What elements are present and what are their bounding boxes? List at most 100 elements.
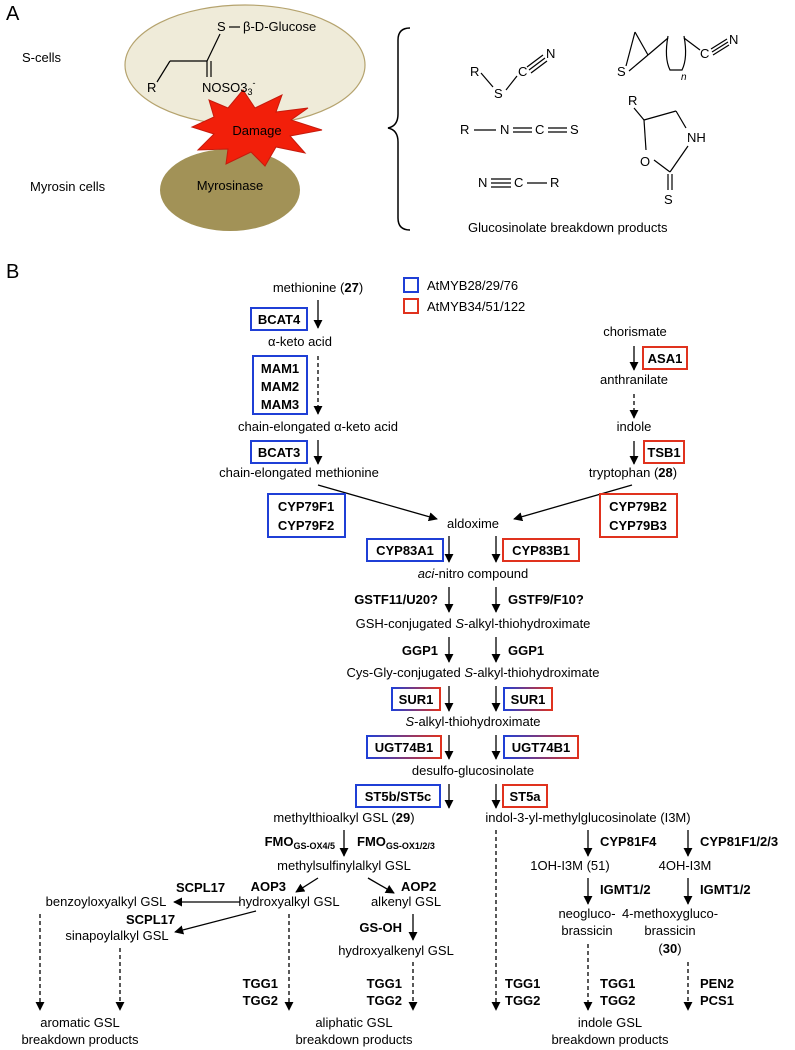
cyp79f1-label: CYP79F1 <box>278 499 334 514</box>
aop3-label: AOP3 <box>251 879 286 894</box>
svg-text:R: R <box>550 175 559 190</box>
tgg2-indole-label: TGG2 <box>505 993 540 1008</box>
alkenyl-gsl-label: alkenyl GSL <box>371 894 441 909</box>
bcat3-label: BCAT3 <box>258 445 300 460</box>
svg-text:N: N <box>478 175 487 190</box>
chain-met-label: chain-elongated methionine <box>219 465 379 480</box>
neoglucobrassicin-line2: brassicin <box>561 923 612 938</box>
chain-keto-label: chain-elongated α-keto acid <box>238 419 398 434</box>
svg-text:N: N <box>729 32 738 47</box>
aldoxime-label: aldoxime <box>447 516 499 531</box>
tryptophan-label: tryptophan (28) <box>589 465 677 480</box>
mam1-label: MAM1 <box>261 361 299 376</box>
products-caption: Glucosinolate breakdown products <box>468 220 668 235</box>
mam-box <box>252 355 308 415</box>
svg-text:S: S <box>664 192 673 207</box>
svg-text:R: R <box>628 93 637 108</box>
oh1-i3m-label: 1OH-I3M (51) <box>530 858 609 873</box>
damage-label: Damage <box>232 123 281 138</box>
st5a-box <box>502 784 548 808</box>
aliphatic-gsl-line1: aliphatic GSL <box>315 1015 392 1030</box>
svg-text:C: C <box>535 122 544 137</box>
indole-gsl-line2: breakdown products <box>551 1032 669 1047</box>
neoglucobrassicin-line1: neogluco- <box>558 906 615 921</box>
tsb1-box <box>643 440 685 464</box>
gstf11-label: GSTF11/U20? <box>354 592 438 607</box>
oxazolidinethione-structure: R NH O S <box>628 93 706 207</box>
svg-text:S: S <box>570 122 579 137</box>
atom-r: R <box>147 80 156 95</box>
svg-text:O: O <box>640 154 650 169</box>
fmo-ox123-label: FMOGS-OX1/2/3 <box>357 834 435 851</box>
st5bc-label: ST5b/ST5c <box>365 789 431 804</box>
pen2-label: PEN2 <box>700 976 734 991</box>
aromatic-gsl-line1: aromatic GSL <box>40 1015 119 1030</box>
myrosin-cells-label: Myrosin cells <box>30 179 106 194</box>
products-brace <box>387 27 411 231</box>
tgg2-left-label: TGG2 <box>243 993 278 1008</box>
hydroxyalkyl-gsl-label: hydroxyalkyl GSL <box>238 894 339 909</box>
ggp1-right-label: GGP1 <box>508 643 544 658</box>
gstf9-label: GSTF9/F10? <box>508 592 584 607</box>
damage-burst <box>190 89 323 167</box>
ugt74b1-left-label: UGT74B1 <box>375 740 434 755</box>
sur1-right-label: SUR1 <box>511 692 546 707</box>
cyp79b-box <box>599 493 678 538</box>
tgg2-mid-label: TGG2 <box>367 993 402 1008</box>
tgg1-left-label: TGG1 <box>243 976 278 991</box>
igmt-left-label: IGMT1/2 <box>600 882 651 897</box>
pcs1-label: PCS1 <box>700 993 734 1008</box>
methylsulfinylalkyl-gsl-label: methylsulfinylalkyl GSL <box>277 858 411 873</box>
svg-text:n: n <box>681 72 687 83</box>
methoxyglucobrassicin-line1: 4-methoxygluco- <box>622 906 718 921</box>
mam3-label: MAM3 <box>261 397 299 412</box>
svg-text:NH: NH <box>687 130 706 145</box>
benzoyloxyalkyl-gsl-label: benzoyloxyalkyl GSL <box>46 894 167 909</box>
cyp79b3-label: CYP79B3 <box>609 518 667 533</box>
cyp79b2-label: CYP79B2 <box>609 499 667 514</box>
fmo-ox45-label: FMOGS-OX4/5 <box>265 834 335 851</box>
gsh-conjugate-label: GSH-conjugated S-alkyl-thiohydroximate <box>356 616 591 631</box>
asa1-label: ASA1 <box>648 351 683 366</box>
bcat4-label: BCAT4 <box>258 312 301 327</box>
indole-gsl-line1: indole GSL <box>578 1015 642 1030</box>
ugt74b1-right-box <box>503 735 579 759</box>
sur1-left-box <box>391 687 441 711</box>
cyp79f-box <box>267 493 346 538</box>
indole-label: indole <box>617 419 652 434</box>
asa1-box <box>642 346 688 370</box>
cyp83a1-label: CYP83A1 <box>376 543 434 558</box>
methoxyglucobrassicin-line2: brassicin <box>644 923 695 938</box>
epithionitrile-structure: S n C N <box>617 31 738 83</box>
glucose-label: β-D-Glucose <box>243 19 316 34</box>
cyp83b1-box <box>502 538 580 562</box>
methionine-label: methionine (27) <box>273 280 363 295</box>
chorismate-label: chorismate <box>603 324 667 339</box>
aci-nitro-label: aci-nitro compound <box>418 566 529 581</box>
igmt-right-label: IGMT1/2 <box>700 882 751 897</box>
mam2-label: MAM2 <box>261 379 299 394</box>
desulfo-gsl-label: desulfo-glucosinolate <box>412 763 534 778</box>
cyp81f123-label: CYP81F1/2/3 <box>700 834 778 849</box>
legend-swatch-red <box>403 298 419 314</box>
legend: AtMYB28/29/76 AtMYB34/51/122 <box>403 277 525 314</box>
cysgly-conjugate-label: Cys-Gly-conjugated S-alkyl-thiohydroxima… <box>347 665 600 680</box>
ggp1-left-label: GGP1 <box>402 643 438 658</box>
atom-s: S <box>217 19 226 34</box>
myrosinase-label: Myrosinase <box>197 178 263 193</box>
hydroxyalkenyl-gsl-label: hydroxyalkenyl GSL <box>338 943 454 958</box>
tgg1-neo-label: TGG1 <box>600 976 635 991</box>
myrosin-cell-ellipse <box>160 149 300 231</box>
keto-acid-label: α-keto acid <box>268 334 332 349</box>
nosulf-label: NOSO33- <box>202 78 256 97</box>
sinapoylalkyl-gsl-label: sinapoylalkyl GSL <box>65 928 168 943</box>
aop2-label: AOP2 <box>401 879 436 894</box>
svg-text:C: C <box>514 175 523 190</box>
aliphatic-gsl-line2: breakdown products <box>295 1032 413 1047</box>
cyp83b1-label: CYP83B1 <box>512 543 570 558</box>
s-cells-label: S-cells <box>22 50 62 65</box>
panel-b: B AtMYB28/29/76 AtMYB34/51/122 methionin… <box>6 261 778 1047</box>
tgg1-indole-label: TGG1 <box>505 976 540 991</box>
oh4-i3m-label: 4OH-I3M <box>659 858 712 873</box>
